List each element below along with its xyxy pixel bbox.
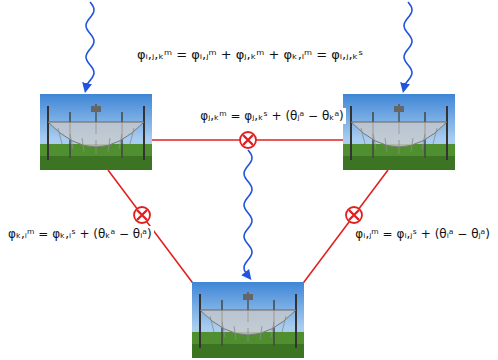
antenna-photo — [192, 282, 304, 358]
wave-arrow — [86, 2, 94, 88]
phase-equation: φᵢ,ⱼ,ₖᵐ = φᵢ,ⱼᵐ + φⱼ,ₖᵐ + φₖ,ₗᵐ = φᵢ,ⱼ,ₖ… — [135, 46, 365, 64]
phase-equation: φₖ,ᵢᵐ = φₖ,ᵢˢ + (θₖᵃ − θᵢᵃ) — [6, 226, 154, 242]
cross-mark — [134, 207, 150, 223]
cross-marks — [134, 132, 362, 223]
cross-mark — [346, 207, 362, 223]
antenna-photo — [40, 94, 152, 170]
phase-equation: φᵢ,ⱼᵐ = φᵢ,ⱼˢ + (θᵢᵃ − θⱼᵃ) — [353, 226, 492, 242]
phase-equation: φⱼ,ₖᵐ = φⱼ,ₖˢ + (θⱼᵃ − θₖᵃ) — [198, 108, 346, 124]
wave-arrow — [404, 2, 412, 88]
cross-mark — [240, 132, 256, 148]
wave-arrow — [244, 150, 252, 276]
antenna-photo — [343, 94, 455, 170]
